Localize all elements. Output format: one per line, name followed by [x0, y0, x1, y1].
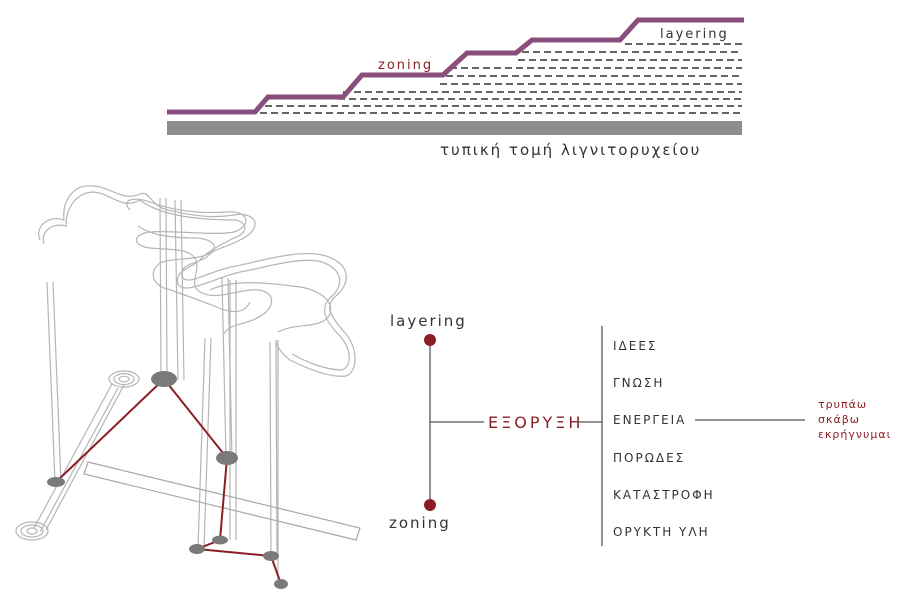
node-5 — [189, 544, 205, 554]
branch-ideas: ΙΔΕΕΣ — [613, 339, 658, 353]
branch-destruction: ΚΑΤΑΣΤΡΟΦΗ — [613, 488, 715, 502]
vertical-shafts — [46, 197, 279, 580]
section-layering-label: layering — [660, 27, 729, 42]
extraction-nodes — [47, 371, 288, 589]
section-zoning-label: zoning — [378, 58, 433, 73]
layering-label: layering — [390, 312, 467, 330]
mine-section: layering zoning τυπική τομή λιγνιτορυχεί… — [167, 17, 744, 159]
action-drill: τρυπάω — [818, 398, 867, 411]
ground-base — [167, 121, 742, 135]
branch-mineral: ΟΡΥΚΤΗ ΥΛΗ — [613, 525, 710, 539]
contour-serpentine-a — [126, 198, 273, 335]
node-2 — [151, 371, 177, 387]
node-6 — [263, 551, 279, 561]
action-explode: εκρήγνυμαι — [818, 428, 891, 441]
isometric-model — [15, 185, 361, 580]
ground-plate — [83, 461, 361, 541]
center-term: ΕΞΟΡΥΞΗ — [488, 413, 583, 432]
concept-diagram: layering zoning ΕΞΟΡΥΞΗ ΙΔΕΕΣ ΓΝΩΣΗ ΕΝΕΡ… — [389, 312, 891, 546]
layering-node — [424, 334, 436, 346]
zoning-node — [424, 499, 436, 511]
target-circle-top — [108, 370, 140, 388]
branch-knowledge: ΓΝΩΣΗ — [613, 376, 664, 390]
ramp — [33, 383, 125, 533]
node-1 — [47, 477, 65, 487]
target-circle-bottom — [15, 521, 49, 541]
terrace-surface-line — [167, 17, 744, 115]
contour-serpentine-b — [137, 225, 251, 313]
node-7 — [274, 579, 288, 589]
contour-serpentine-c — [209, 282, 332, 333]
action-dig: σκάβω — [818, 413, 860, 426]
node-4 — [212, 535, 228, 545]
branch-porous: ΠΟΡΩΔΕΣ — [613, 451, 685, 465]
node-3 — [216, 451, 238, 465]
contour-inner — [42, 191, 350, 371]
zoning-label: zoning — [389, 514, 451, 532]
strata-layers — [260, 43, 742, 114]
contour-outer — [38, 185, 356, 377]
section-caption: τυπική τομή λιγνιτορυχείου — [440, 141, 701, 159]
branch-energy: ΕΝΕΡΓΕΙΑ — [613, 413, 686, 427]
